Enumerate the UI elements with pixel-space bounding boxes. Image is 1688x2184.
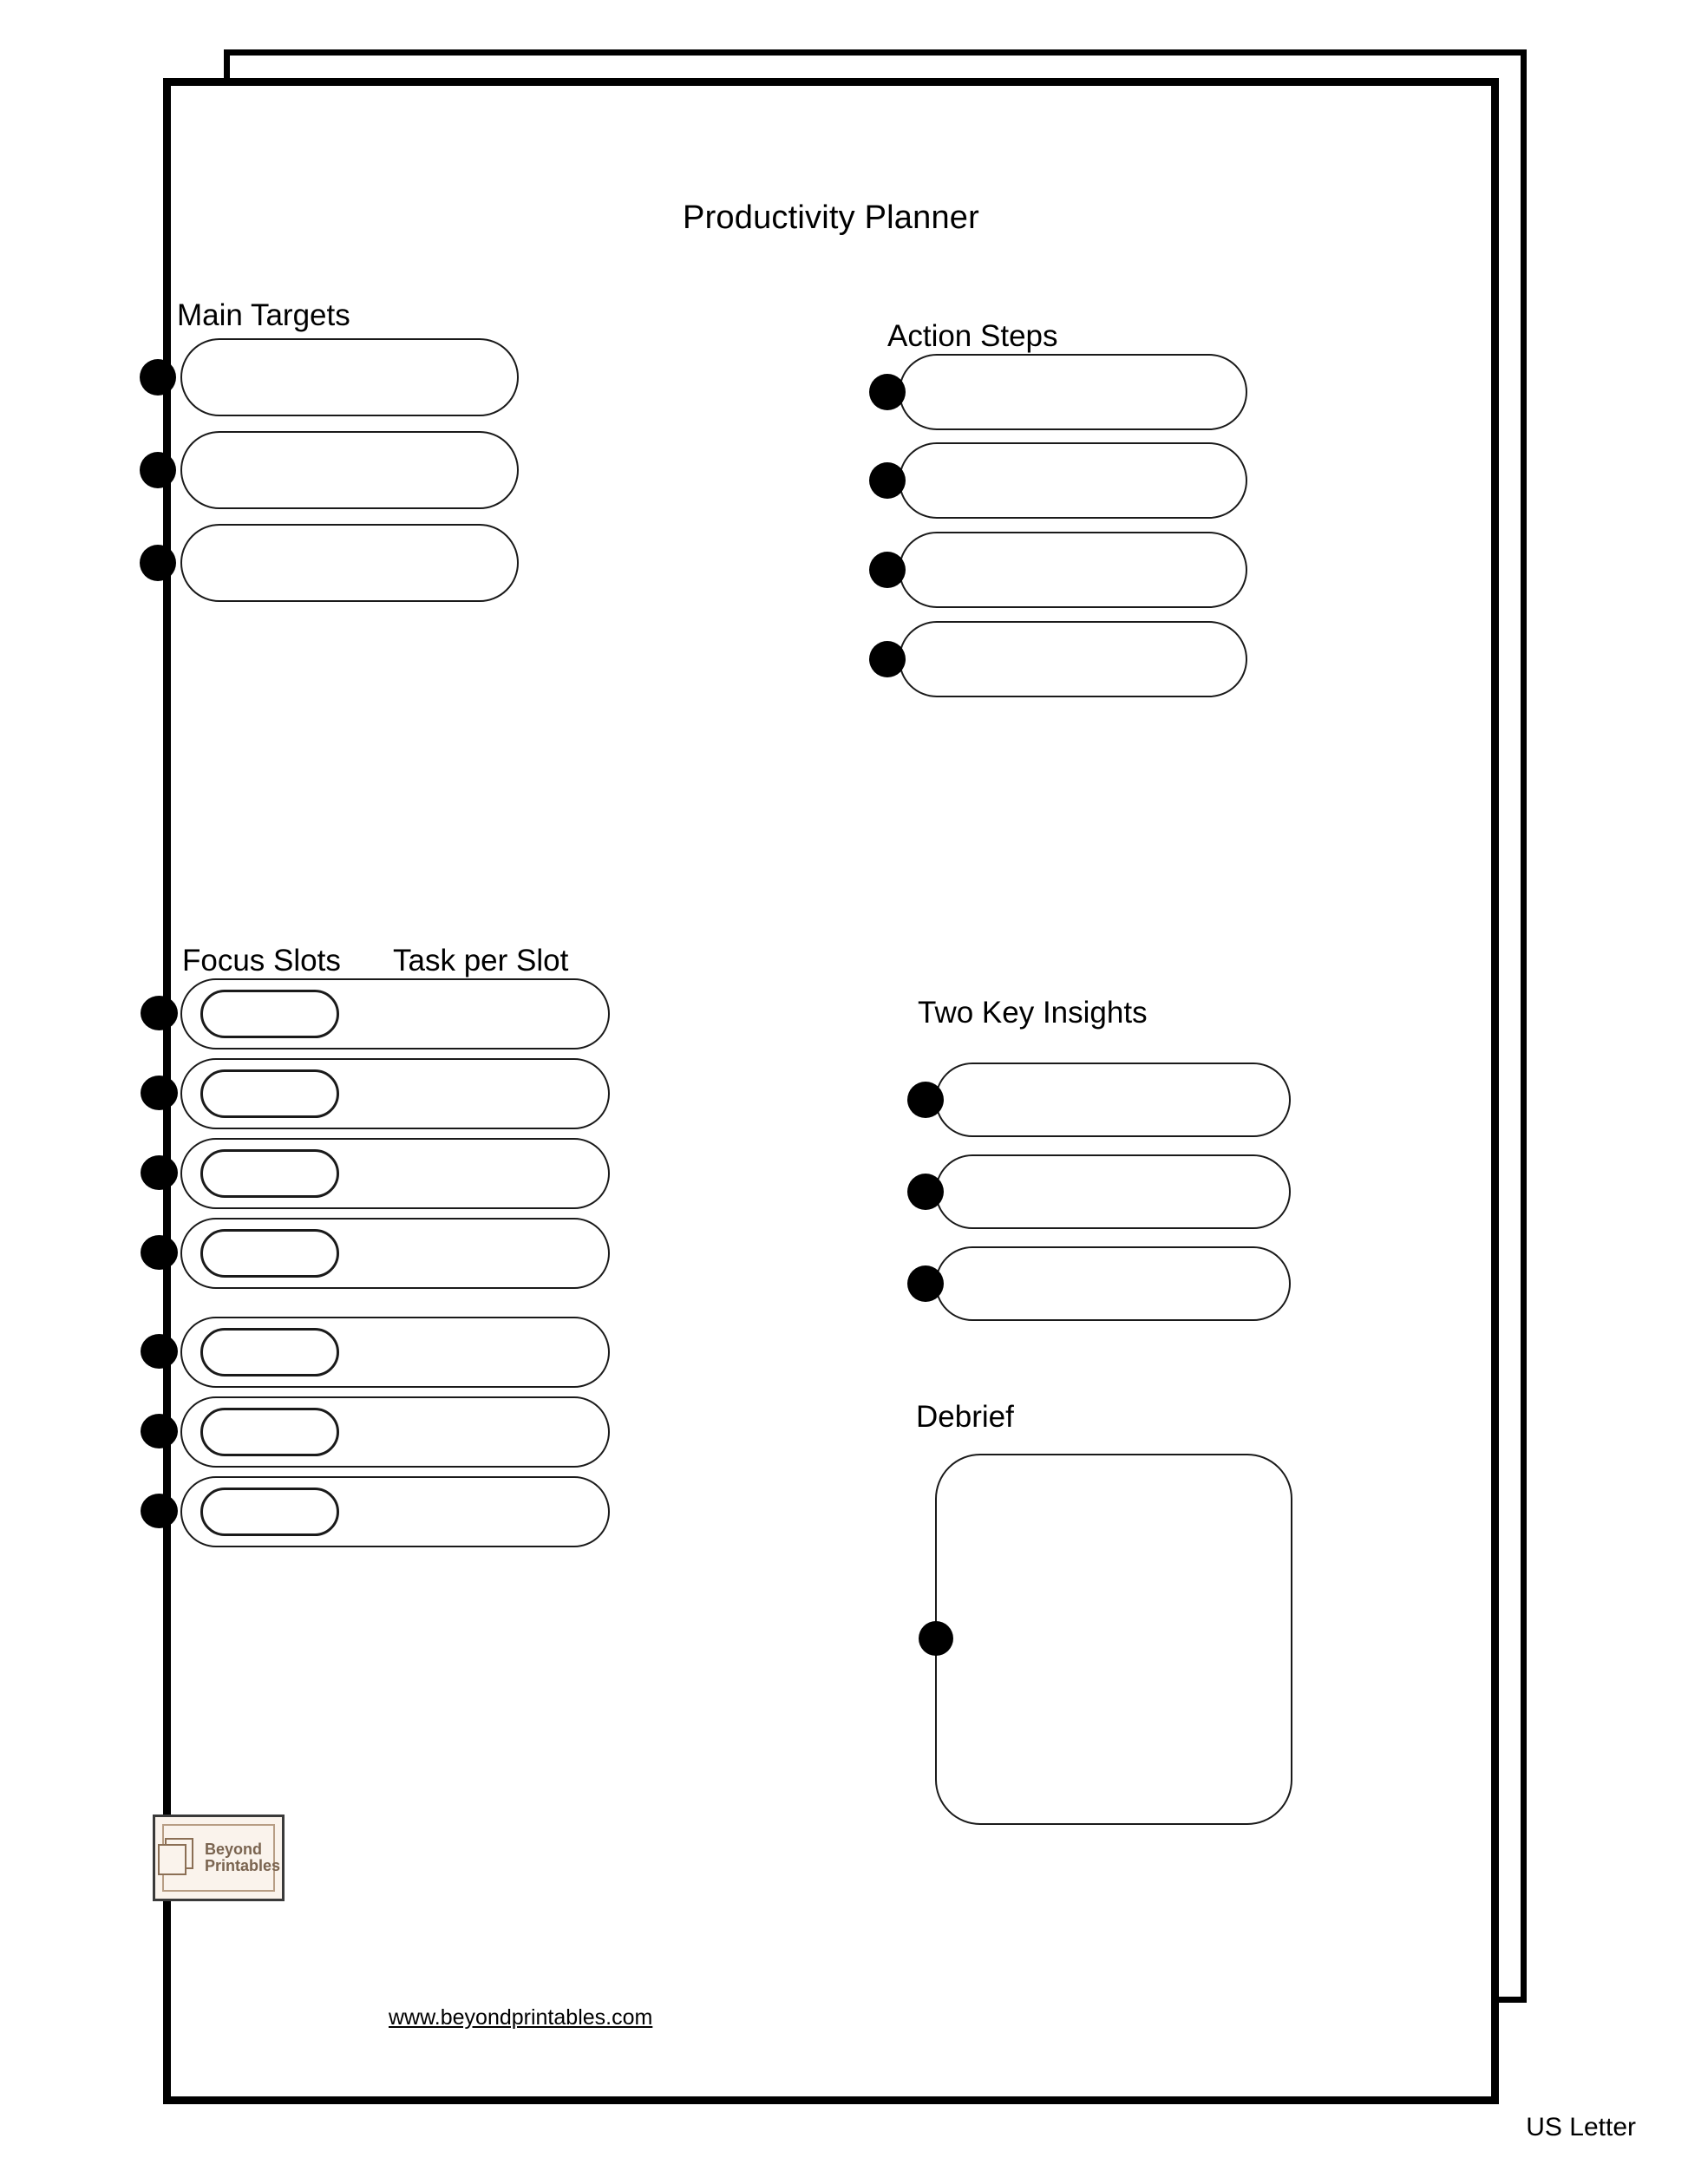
bullet-dot-icon [141, 1235, 178, 1270]
action-step-row[interactable] [869, 532, 1247, 608]
bullet-dot-icon [140, 545, 176, 581]
key-insight-row[interactable] [907, 1246, 1291, 1321]
main-target-row[interactable] [140, 524, 519, 602]
action-step-field[interactable] [899, 442, 1247, 519]
bullet-dot-icon [141, 1494, 178, 1528]
debrief-field[interactable] [935, 1454, 1292, 1825]
section-heading-task-per-slot: Task per Slot [393, 944, 569, 978]
focus-slot-time-field[interactable] [200, 990, 339, 1038]
logo-wordmark-line2: Printables [204, 1857, 281, 1874]
bullet-dot-icon [140, 452, 176, 488]
focus-slot-time-field[interactable] [200, 1328, 339, 1376]
logo-wordmark: Beyond Printables [205, 1841, 280, 1875]
action-step-row[interactable] [869, 354, 1247, 430]
action-step-row[interactable] [869, 442, 1247, 519]
action-step-field[interactable] [899, 532, 1247, 608]
logo-content: Beyond Printables [155, 1817, 282, 1899]
key-insight-field[interactable] [935, 1246, 1291, 1321]
bullet-dot-icon [907, 1082, 944, 1118]
brand-logo: Beyond Printables [153, 1815, 285, 1901]
bullet-dot-icon [907, 1265, 944, 1302]
key-insight-row[interactable] [907, 1154, 1291, 1229]
stacked-pages-icon [157, 1838, 197, 1878]
bullet-dot-icon [141, 1155, 178, 1190]
main-target-row[interactable] [140, 431, 519, 509]
key-insight-field[interactable] [935, 1063, 1291, 1137]
focus-slot-row[interactable] [141, 1317, 610, 1388]
focus-slot-row[interactable] [141, 1138, 610, 1209]
footer-website-link[interactable]: www.beyondprintables.com [389, 2005, 653, 2030]
key-insight-row[interactable] [907, 1063, 1291, 1137]
section-heading-two-key-insights: Two Key Insights [918, 996, 1148, 1030]
main-target-field[interactable] [180, 524, 519, 602]
bullet-dot-icon [140, 359, 176, 396]
bullet-dot-icon [141, 996, 178, 1030]
bullet-dot-icon [869, 552, 906, 588]
page-title: Productivity Planner [683, 199, 979, 236]
focus-slot-row[interactable] [141, 1058, 610, 1129]
logo-wordmark-line1: Beyond [204, 1840, 262, 1858]
focus-slot-row[interactable] [141, 1396, 610, 1468]
bullet-dot-icon [869, 374, 906, 410]
key-insight-field[interactable] [935, 1154, 1291, 1229]
bullet-dot-icon [869, 462, 906, 499]
focus-slot-row[interactable] [141, 1476, 610, 1547]
focus-slot-row[interactable] [141, 1218, 610, 1289]
debrief-row[interactable] [919, 1454, 1292, 1825]
action-step-row[interactable] [869, 621, 1247, 697]
focus-slot-time-field[interactable] [200, 1488, 339, 1536]
planner-sheet: Productivity Planner Main Targets Action… [140, 78, 1499, 2104]
section-heading-main-targets: Main Targets [177, 298, 350, 332]
bullet-dot-icon [141, 1334, 178, 1369]
focus-slot-time-field[interactable] [200, 1149, 339, 1198]
focus-slot-time-field[interactable] [200, 1069, 339, 1118]
bullet-dot-icon [919, 1621, 953, 1656]
focus-slot-row[interactable] [141, 978, 610, 1049]
focus-slot-time-field[interactable] [200, 1229, 339, 1278]
action-step-field[interactable] [899, 621, 1247, 697]
bullet-dot-icon [907, 1174, 944, 1210]
section-heading-action-steps: Action Steps [887, 319, 1058, 353]
bullet-dot-icon [141, 1076, 178, 1110]
focus-slot-time-field[interactable] [200, 1408, 339, 1456]
main-target-row[interactable] [140, 338, 519, 416]
main-target-field[interactable] [180, 338, 519, 416]
bullet-dot-icon [141, 1414, 178, 1448]
main-target-field[interactable] [180, 431, 519, 509]
section-heading-focus-slots: Focus Slots [182, 944, 341, 978]
paper-size-label: US Letter [1526, 2113, 1636, 2141]
bullet-dot-icon [869, 641, 906, 677]
section-heading-debrief: Debrief [916, 1400, 1014, 1434]
action-step-field[interactable] [899, 354, 1247, 430]
